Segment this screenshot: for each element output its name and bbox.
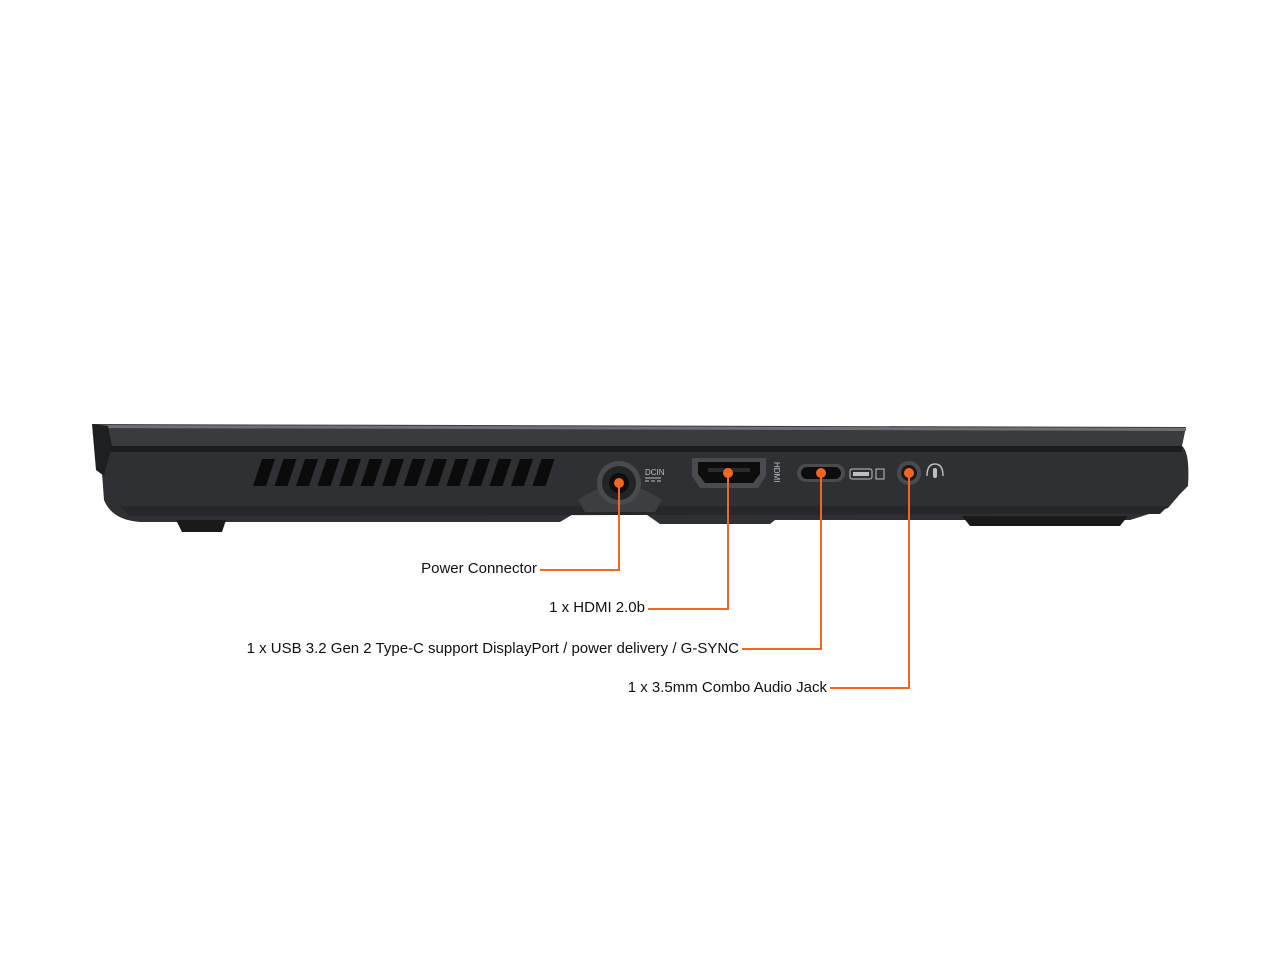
vent-slot xyxy=(446,459,469,486)
lid-highlight xyxy=(96,425,1186,431)
hdmi-label: HDMI xyxy=(772,462,781,482)
leader-hdmi xyxy=(648,473,729,610)
leader-hdmi-dot xyxy=(723,468,733,478)
vent-slot xyxy=(468,459,490,486)
front-foot xyxy=(962,516,1128,526)
callout-label-usbc: 1 x USB 3.2 Gen 2 Type-C support Display… xyxy=(246,640,739,657)
leader-audio-dot xyxy=(904,468,914,478)
vent-slot xyxy=(511,459,533,486)
dc-in-label: DCIN xyxy=(645,468,665,477)
headset-icon xyxy=(926,463,944,478)
vent-slot xyxy=(317,459,340,486)
callout-label-power: Power Connector xyxy=(421,560,537,577)
vent-slot xyxy=(403,459,426,486)
leader-usbc-dot xyxy=(816,468,826,478)
base-top-edge xyxy=(104,446,1182,452)
vent-slot xyxy=(274,459,297,486)
rear-foot xyxy=(176,520,226,532)
hinge xyxy=(92,424,112,476)
callout-label-hdmi: 1 x HDMI 2.0b xyxy=(549,599,645,616)
vent-slot xyxy=(489,459,512,486)
leader-power-dot xyxy=(614,478,624,488)
displayport-icon xyxy=(875,468,885,480)
leader-power xyxy=(540,483,620,571)
callout-label-audio: 1 x 3.5mm Combo Audio Jack xyxy=(627,679,827,696)
vent-slot xyxy=(532,459,555,486)
vent-slot xyxy=(253,459,275,486)
vent-slot xyxy=(360,459,383,486)
vent-slot xyxy=(382,459,404,486)
cooling-vent xyxy=(253,459,555,486)
dc-in-symbol xyxy=(645,477,661,482)
vent-slot xyxy=(425,459,447,486)
leader-audio xyxy=(830,473,910,689)
usb-c-logo-icon xyxy=(849,468,873,480)
vent-slot xyxy=(296,459,318,486)
leader-usbc xyxy=(742,473,822,650)
callout-leaders xyxy=(540,468,914,689)
vent-slot xyxy=(339,459,361,486)
